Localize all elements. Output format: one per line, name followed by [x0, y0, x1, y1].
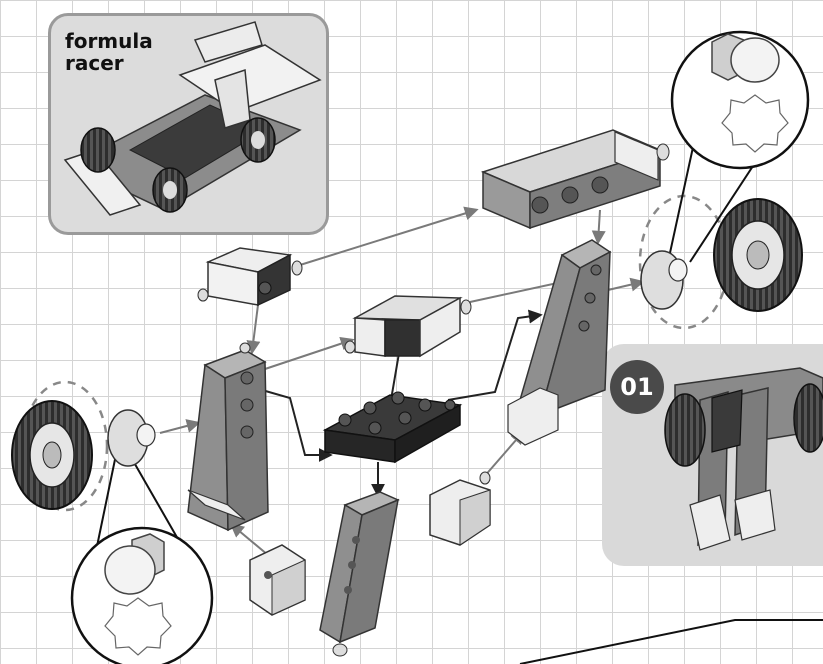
car-model-image [65, 22, 320, 215]
connector-right [430, 472, 490, 545]
zoom-callout-icon [72, 528, 212, 664]
zoom-callout-icon [672, 32, 808, 168]
connector-left [250, 545, 305, 615]
brick-middle [345, 296, 471, 356]
callout-line [520, 620, 823, 664]
brick-small-top [198, 248, 302, 305]
step-preview-image [665, 368, 823, 550]
beam-left [188, 343, 268, 530]
hub-icon [641, 251, 687, 309]
brick-dark-cluster [325, 392, 460, 462]
beam-right [508, 240, 610, 445]
hub-icon [108, 410, 155, 466]
wheel-icon [12, 401, 92, 509]
beam-bottom [320, 492, 398, 656]
wheel-icon [714, 199, 802, 311]
brick-long-top [483, 130, 669, 228]
